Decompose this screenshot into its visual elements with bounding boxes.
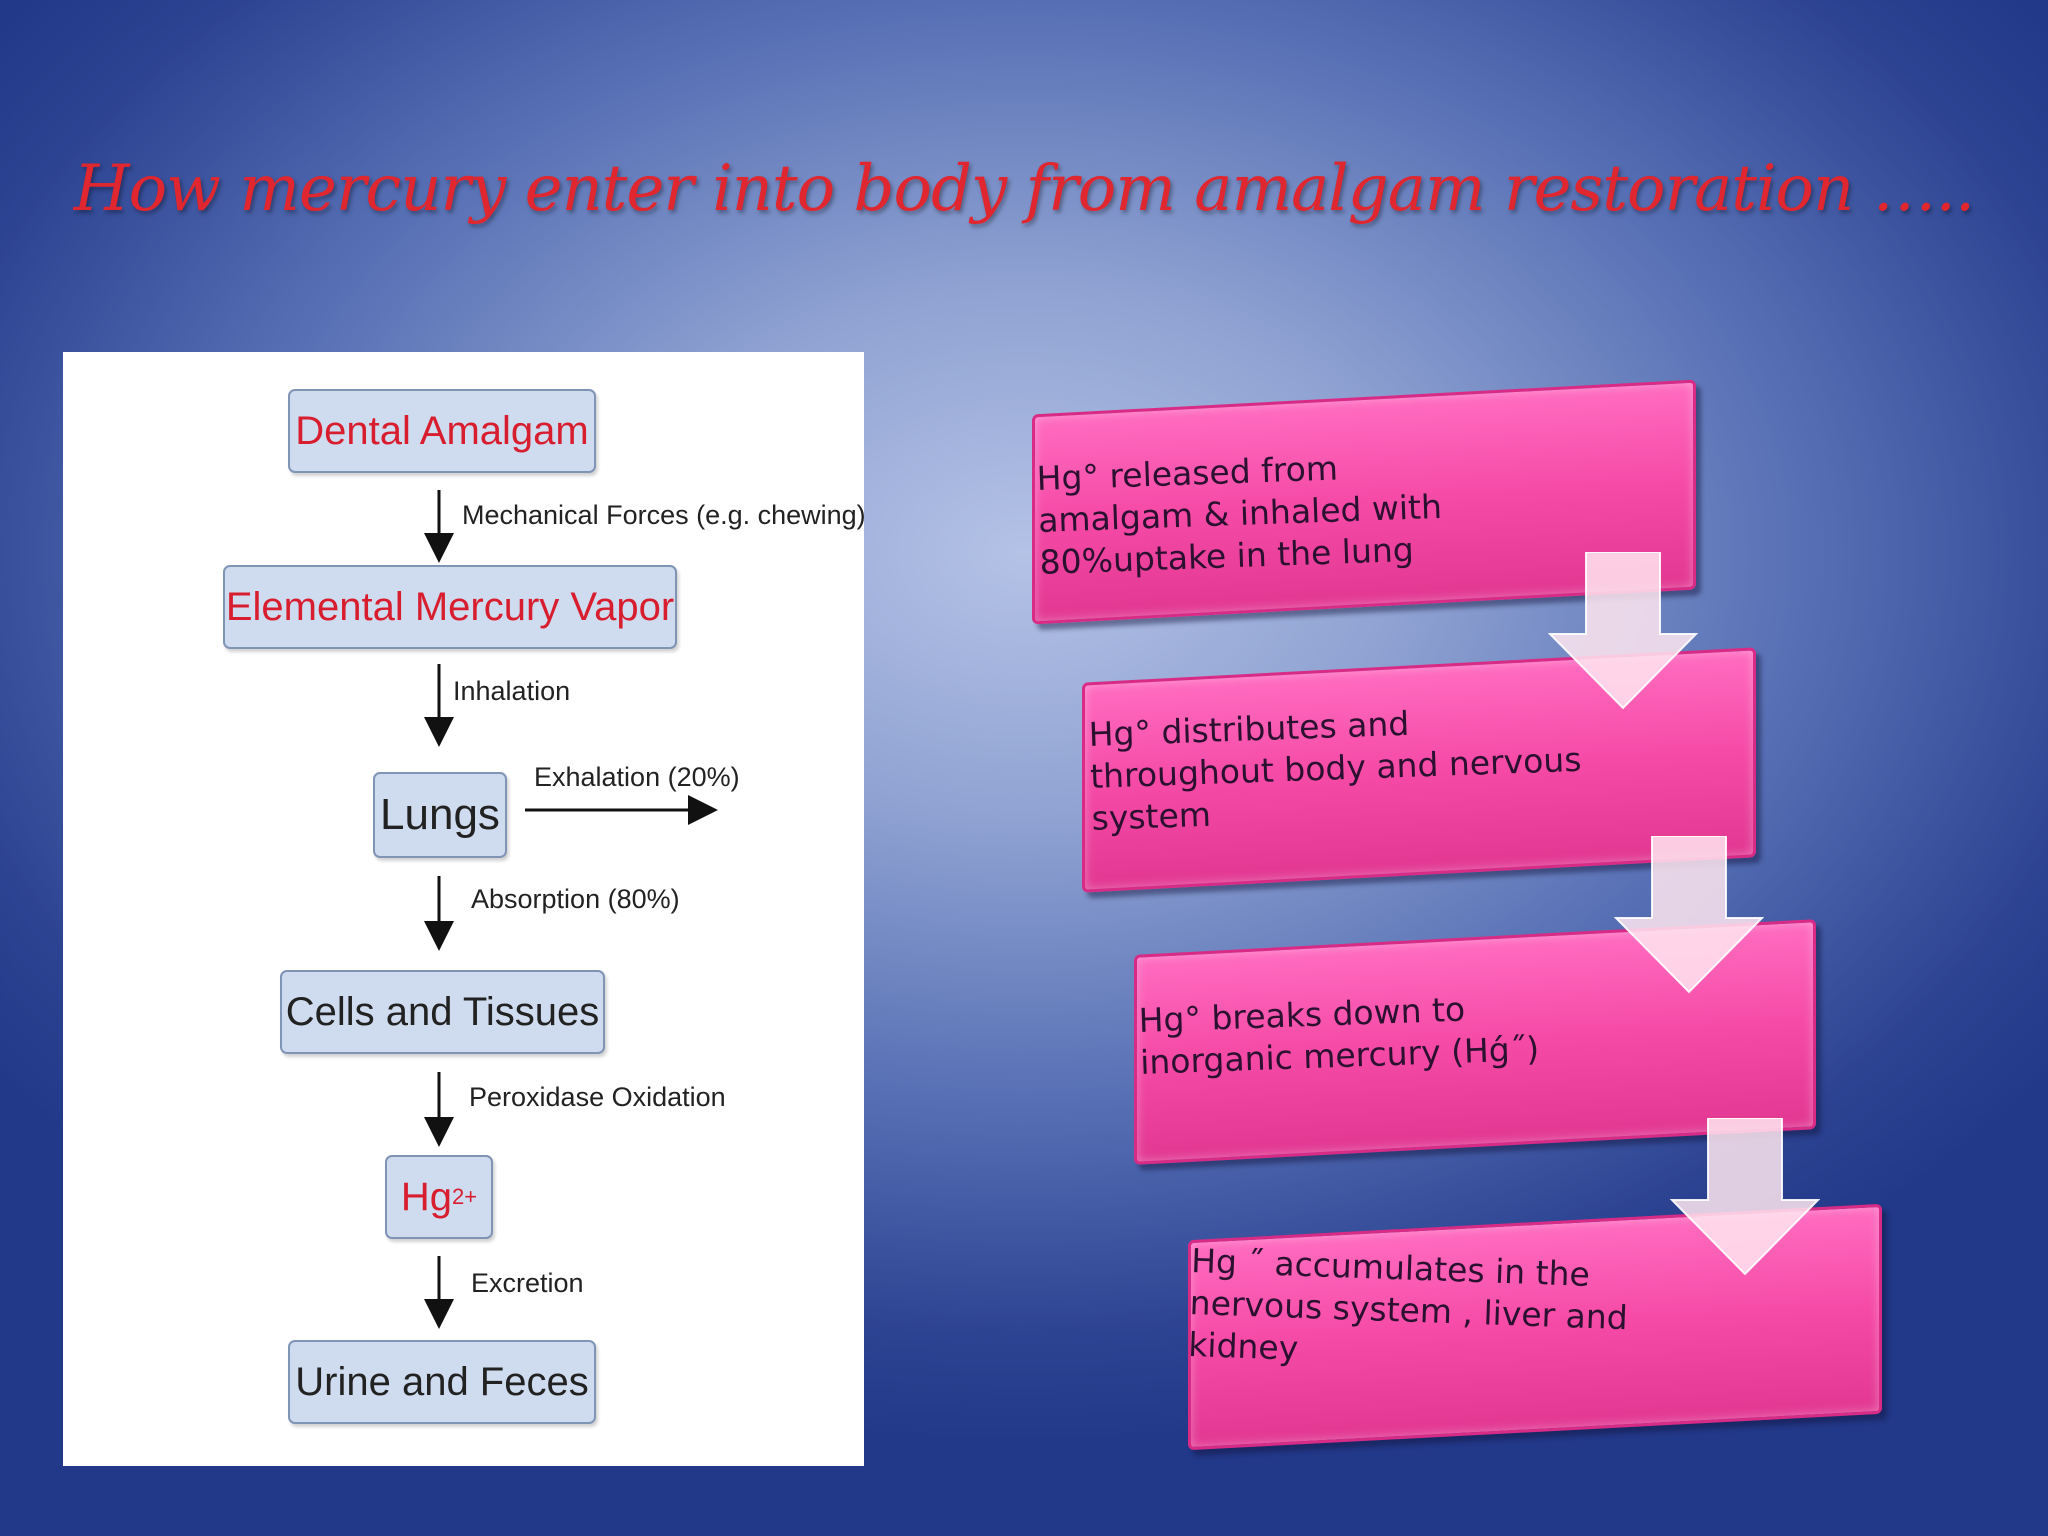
edge-label-mechanical: Mechanical Forces (e.g. chewing) [462,500,866,530]
node-lungs: Lungs [373,772,507,858]
edge-label-excretion: Excretion [471,1268,584,1298]
edge-label-exhalation: Exhalation (20%) [534,762,740,792]
slide-title: How mercury enter into body from amalgam… [73,152,1975,226]
node-mercury-vapor: Elemental Mercury Vapor [223,565,677,649]
step-text-1: Hg° released from amalgam & inhaled with… [1036,444,1444,584]
node-mercury-vapor-label: Elemental Mercury Vapor [225,584,675,629]
flowchart-arrows [424,490,718,1329]
node-urine-feces: Urine and Feces [288,1340,596,1424]
step-connector-arrow-3 [1670,1118,1820,1276]
step-connector-arrow-2 [1614,836,1764,994]
node-dental-amalgam-label: Dental Amalgam [295,408,589,453]
node-cells-tissues: Cells and Tissues [280,970,605,1054]
step-text-3: Hg° breaks down to inorganic mercury (Hǵ… [1138,986,1540,1084]
node-hg2-base: Hg [400,1174,453,1219]
edge-label-absorption: Absorption (80%) [471,884,680,914]
node-cells-tissues-label: Cells and Tissues [285,989,600,1034]
node-dental-amalgam: Dental Amalgam [288,389,596,473]
flowchart-panel: Dental Amalgam Mechanical Forces (e.g. c… [63,352,866,1466]
edge-label-inhalation: Inhalation [453,676,571,706]
step-text-2: Hg° distributes and throughout body and … [1088,697,1584,840]
step-text-4: Hg ˝ accumulates in the nervous system ,… [1188,1240,1630,1381]
step-connector-arrow-1 [1548,552,1698,710]
node-lungs-label: Lungs [380,790,500,839]
node-urine-feces-label: Urine and Feces [295,1359,589,1404]
edge-label-oxidation: Peroxidase Oxidation [469,1082,726,1112]
